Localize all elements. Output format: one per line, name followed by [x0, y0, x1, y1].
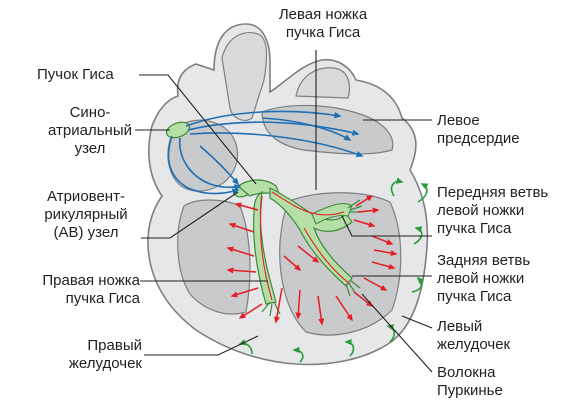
label-right-ventricle-line1: Правый	[54, 337, 142, 355]
label-sa-node: Сино- атриальный узел	[44, 104, 136, 158]
label-left-atrium-line2: предсердие	[437, 130, 520, 148]
label-left-bundle-branch-line2: пучка Гиса	[263, 24, 383, 42]
label-purkinje-fibers-line1: Волокна	[437, 364, 503, 382]
label-left-bundle-branch: Левая ножка пучка Гиса	[263, 6, 383, 42]
label-left-ventricle-line1: Левый	[437, 318, 510, 336]
label-right-bundle-branch-line2: пучка Гиса	[10, 290, 140, 308]
label-left-atrium: Левое предсердие	[437, 112, 520, 148]
label-right-bundle-branch: Правая ножка пучка Гиса	[10, 272, 140, 308]
label-left-atrium-line1: Левое	[437, 112, 520, 130]
label-posterior-branch: Задняя ветвь левой ножки пучка Гиса	[437, 252, 530, 306]
label-bundle-of-his-text: Пучок Гиса	[37, 66, 114, 84]
label-purkinje-fibers: Волокна Пуркинье	[437, 364, 503, 400]
label-sa-node-line3: узел	[44, 140, 136, 158]
label-anterior-branch-line1: Передняя ветвь	[437, 184, 548, 202]
label-sa-node-line1: Сино-	[44, 104, 136, 122]
label-sa-node-line2: атриальный	[44, 122, 136, 140]
label-av-node-line3: (АВ) узел	[34, 224, 138, 242]
label-av-node-line1: Атриовент-	[34, 188, 138, 206]
label-av-node-line2: рикулярный	[34, 206, 138, 224]
label-purkinje-fibers-line2: Пуркинье	[437, 382, 503, 400]
label-posterior-branch-line1: Задняя ветвь	[437, 252, 530, 270]
label-left-bundle-branch-line1: Левая ножка	[263, 6, 383, 24]
label-right-ventricle-line2: желудочек	[54, 355, 142, 373]
label-right-ventricle: Правый желудочек	[54, 337, 142, 373]
label-anterior-branch-line3: пучка Гиса	[437, 220, 548, 238]
label-posterior-branch-line3: пучка Гиса	[437, 288, 530, 306]
heart-outline	[148, 24, 428, 364]
label-left-ventricle-line2: желудочек	[437, 336, 510, 354]
label-posterior-branch-line2: левой ножки	[437, 270, 530, 288]
label-right-bundle-branch-line1: Правая ножка	[10, 272, 140, 290]
label-bundle-of-his: Пучок Гиса	[37, 66, 114, 84]
label-av-node: Атриовент- рикулярный (АВ) узел	[34, 188, 138, 242]
label-left-ventricle: Левый желудочек	[437, 318, 510, 354]
label-anterior-branch: Передняя ветвь левой ножки пучка Гиса	[437, 184, 548, 238]
label-anterior-branch-line2: левой ножки	[437, 202, 548, 220]
